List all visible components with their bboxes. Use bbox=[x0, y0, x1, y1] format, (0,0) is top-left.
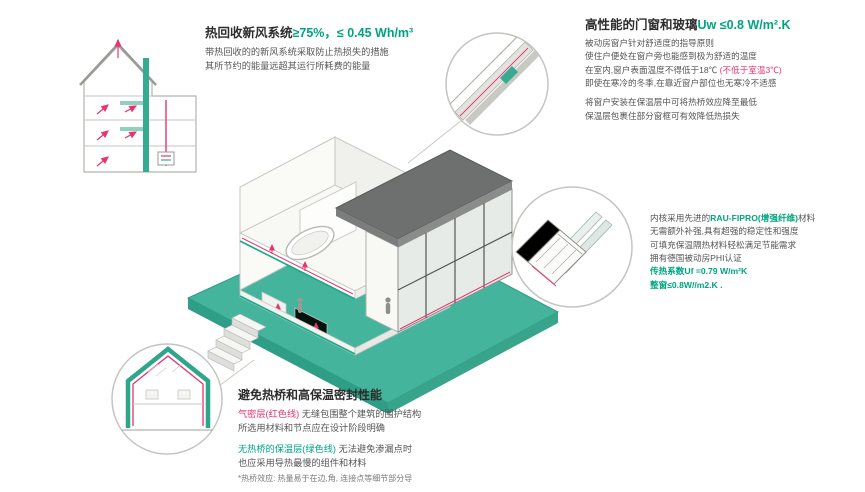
annotation-profile: 内核采用先进的RAU-FIPRO(增强纤维)材料 无需额外补强,具有超强的稳定性… bbox=[650, 212, 863, 292]
person-figure bbox=[297, 297, 303, 313]
window-mullions bbox=[397, 203, 513, 318]
profile-uf-value: 传热系数Uf =0.79 W/m²K bbox=[650, 266, 748, 277]
supply-air-shaft bbox=[143, 58, 149, 172]
airtight-line-facade bbox=[399, 271, 511, 330]
insulation-layer-label: 无热桥的保温层(绿色线) bbox=[238, 443, 336, 454]
hrv-body-line-2: 其所节约的能量远超其运行所耗费的能量 bbox=[205, 61, 371, 72]
profile-line-2: 无需额外补强,具有超强的稳定性和强度 bbox=[650, 226, 799, 237]
annotation-thermal-bridge: 避免热桥和高保温密封性能 气密层(红色线) 无缝包围整个建筑的围护结构 所选用材… bbox=[238, 386, 568, 485]
windows-title-label: 高性能的门窗和玻璃 bbox=[585, 18, 698, 32]
bridge-line-2: 所选用材料和节点应在设计阶段明确 bbox=[238, 423, 385, 434]
hrv-title: 热回收新风系统≥75%，≤ 0.45 Wh/m³ bbox=[205, 22, 473, 41]
hrv-title-label: 热回收新风系统 bbox=[205, 26, 293, 40]
airtight-line-upper bbox=[241, 237, 354, 295]
windows-line3-text: 在室内,窗户表面温度不得低于18℃ bbox=[585, 64, 720, 75]
profile-line-4: 拥有德国被动房PHI认证 bbox=[650, 252, 742, 263]
bridge-line-3: 无热桥的保温层(绿色线) 无法避免渗漏点时 bbox=[238, 442, 568, 456]
profile-line1-pre: 内核采用先进的 bbox=[650, 213, 711, 223]
ventilation-section-drawing bbox=[79, 38, 197, 173]
insulated-house-section-callout bbox=[111, 343, 223, 455]
airflow-arrows bbox=[96, 38, 138, 167]
bridge-line1-text: 无缝包围整个建筑的围护结构 bbox=[299, 409, 422, 419]
bridge-line-4: 也应采用导热最慢的组件和材料 bbox=[238, 457, 367, 468]
bridge-line3-text: 无法避免渗漏点时 bbox=[336, 443, 413, 454]
airtight-envelope-red-line bbox=[132, 355, 204, 426]
window-profile-cross-section-callout bbox=[511, 186, 633, 308]
windows-body-line-6: 保温层包裹住部分窗框可有效降低热损失 bbox=[585, 110, 740, 121]
windows-body-line-1: 被动房窗户针对舒适度的指导原则 bbox=[585, 38, 714, 48]
hrv-title-value: ≥75%，≤ 0.45 Wh/m³ bbox=[292, 26, 414, 40]
profile-line1-post: 材料 bbox=[798, 213, 816, 223]
profile-line-3: 可填充保温隔热材料轻松满足节能需求 bbox=[650, 239, 797, 250]
hrv-body-line-1: 带热回收的的新风系统采取防止热损失的措施 bbox=[205, 47, 389, 57]
profile-line1-material: RAU-FIPRO(增强纤维) bbox=[710, 213, 799, 223]
window-corner-detail-callout bbox=[445, 32, 549, 136]
bridge-line-1: 气密层(红色线) 无缝包围整个建筑的围护结构 bbox=[238, 407, 568, 421]
windows-body-line-5: 将窗户安装在保温层中可将热桥效应降至最低 bbox=[585, 97, 757, 108]
bathtub bbox=[285, 225, 335, 261]
insulation-wedge bbox=[500, 66, 518, 84]
passive-house-cutaway bbox=[186, 136, 560, 414]
airtight-layer-label: 气密层(红色线) bbox=[238, 409, 300, 419]
annotation-windows: 高性能的门窗和玻璃Uw ≤0.8 W/m².K 被动房窗户针对舒适度的指导原则 … bbox=[585, 14, 860, 123]
insulation-line-upper bbox=[239, 240, 356, 300]
annotation-hrv: 热回收新风系统≥75%，≤ 0.45 Wh/m³ 带热回收的的新风系统采取防止热… bbox=[205, 22, 473, 74]
windows-title-value: Uw ≤0.8 W/m².K bbox=[697, 18, 791, 32]
hrv-unit bbox=[157, 151, 175, 166]
garden-steps bbox=[207, 313, 267, 372]
windows-line3-highlight: (不低于室温3℃) bbox=[719, 64, 782, 75]
windows-body-line-2: 使住户便处在窗户旁也能感到极为舒适的温度 bbox=[585, 51, 757, 62]
profile-line-1: 内核采用先进的RAU-FIPRO(增强纤维)材料 bbox=[650, 212, 863, 225]
insulation-line-ground bbox=[239, 295, 356, 355]
profile-uw-value: 整窗≤0.8W//m2.K . bbox=[650, 279, 723, 290]
right-wing-end-wall bbox=[365, 230, 399, 333]
person-figure bbox=[385, 297, 391, 314]
insulation-envelope-green-line bbox=[125, 346, 211, 428]
thermal-bridge-footnote: *热桥效应: 热量易于在边,角, 连接点等细节部分导 bbox=[238, 474, 413, 483]
windows-title: 高性能的门窗和玻璃Uw ≤0.8 W/m².K bbox=[585, 14, 860, 33]
windows-body-line-3: 在室内,窗户表面温度不得低于18℃ (不低于室温3℃) bbox=[585, 64, 860, 77]
windows-body-line-4: 即使在寒冷的冬季,在靠近窗户部位也无寒冷不适感 bbox=[585, 77, 777, 88]
thermal-bridge-title: 避免热桥和高保温密封性能 bbox=[238, 388, 383, 402]
